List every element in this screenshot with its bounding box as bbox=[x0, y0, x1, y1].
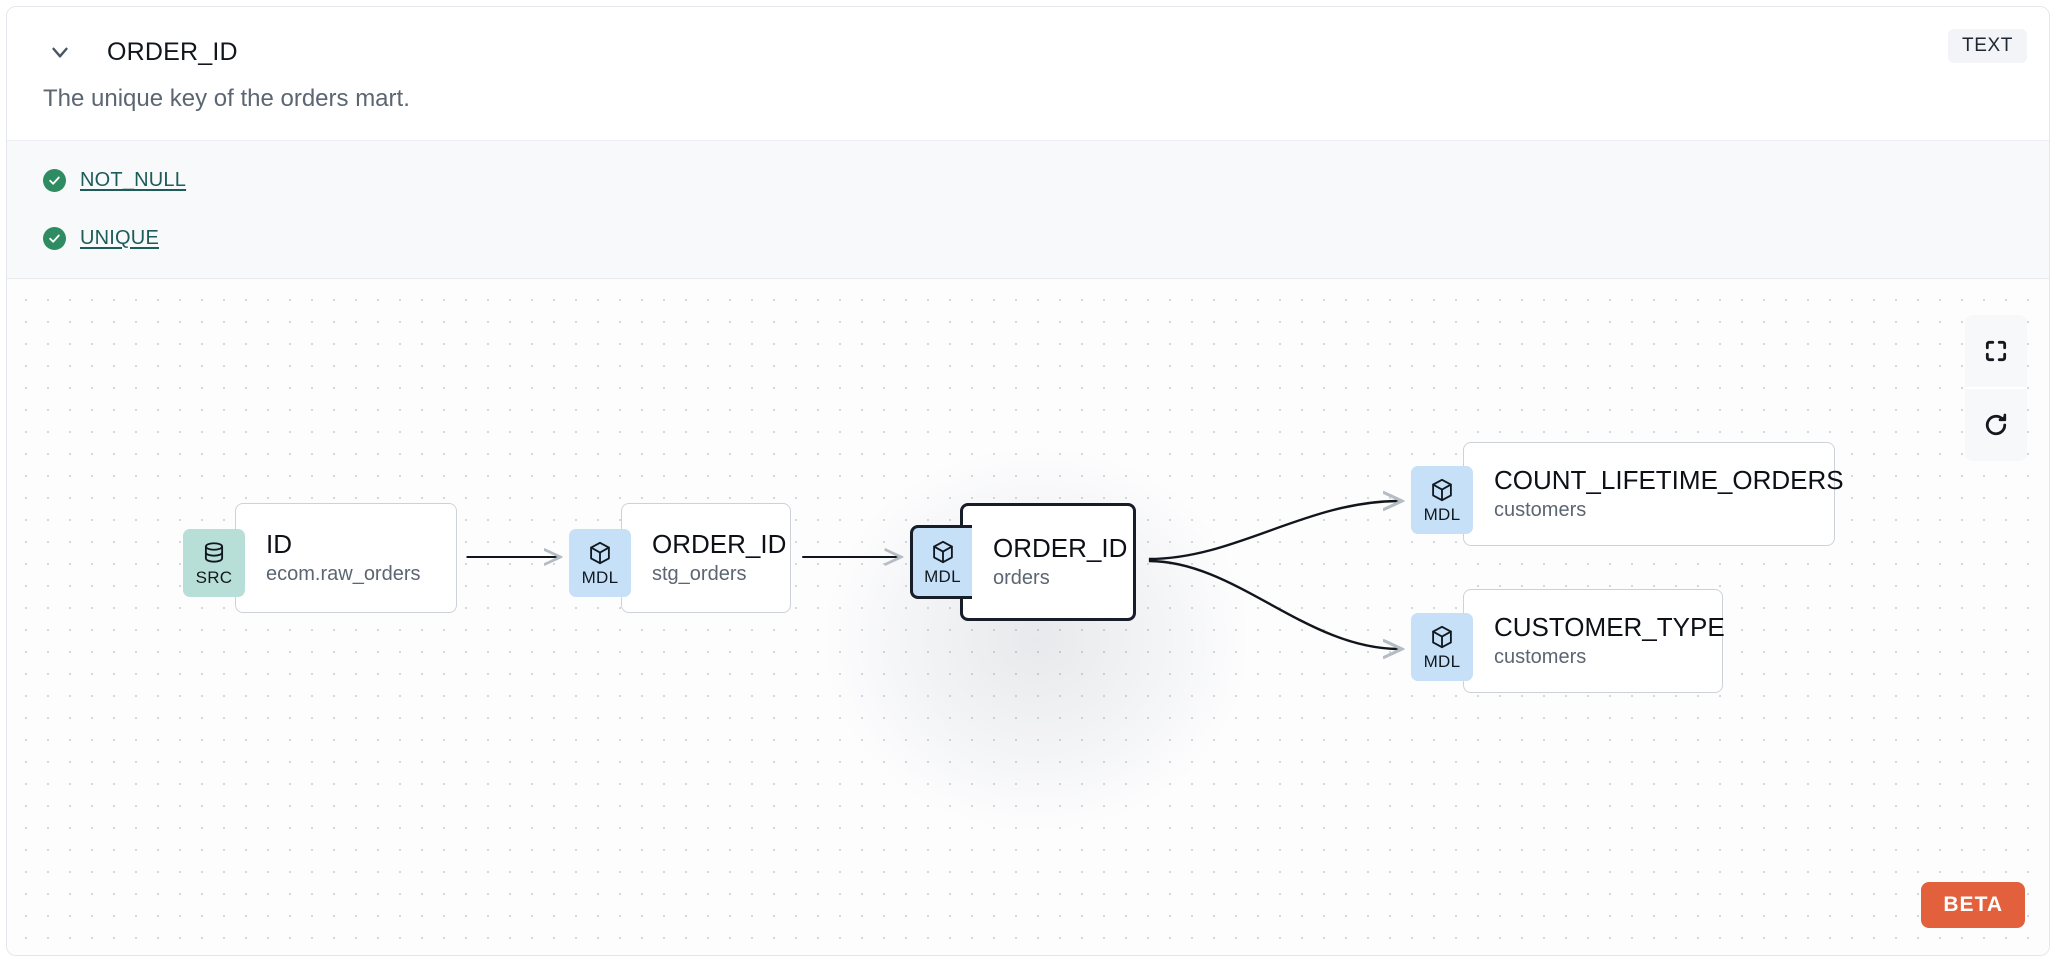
lineage-node-customer-type[interactable]: MDL CUSTOMER_TYPE customers bbox=[1411, 589, 1725, 693]
node-name: ID bbox=[266, 528, 292, 559]
database-icon bbox=[204, 542, 224, 563]
node-body: ORDER_ID stg_orders bbox=[621, 503, 791, 613]
refresh-icon bbox=[1985, 413, 2007, 436]
node-name: COUNT_LIFETIME_ORDERS bbox=[1494, 464, 1844, 495]
node-subtitle: ecom.raw_orders bbox=[266, 563, 421, 586]
node-body: ORDER_ID orders bbox=[960, 503, 1136, 621]
chevron-down-icon[interactable] bbox=[43, 35, 77, 69]
node-body: COUNT_LIFETIME_ORDERS customers bbox=[1463, 442, 1844, 546]
node-name: CUSTOMER_TYPE bbox=[1494, 611, 1725, 642]
cube-icon bbox=[1432, 625, 1452, 649]
lineage-node-orders-order-id[interactable]: MDL ORDER_ID orders bbox=[910, 503, 1136, 621]
edge-orders-clo bbox=[1148, 501, 1400, 561]
tests-section: NOT_NULL UNIQUE bbox=[7, 140, 2049, 279]
node-body: ID ecom.raw_orders bbox=[235, 503, 457, 613]
node-type-label: MDL bbox=[581, 568, 619, 587]
node-subtitle: customers bbox=[1494, 646, 1587, 669]
node-type-label: SRC bbox=[195, 568, 233, 587]
data-type-badge: TEXT bbox=[1948, 29, 2027, 63]
node-body: CUSTOMER_TYPE customers bbox=[1463, 589, 1725, 693]
node-type-label: MDL bbox=[1423, 652, 1461, 671]
lineage-node-src-id[interactable]: SRC ID ecom.raw_orders bbox=[183, 503, 457, 613]
node-name: ORDER_ID bbox=[652, 528, 787, 559]
fit-view-button[interactable] bbox=[1965, 315, 2027, 387]
node-type-tag-src: SRC bbox=[183, 529, 245, 597]
header-row: ORDER_ID bbox=[7, 29, 2049, 73]
cube-icon bbox=[1432, 478, 1452, 502]
node-type-label: MDL bbox=[1423, 505, 1461, 524]
node-subtitle: orders bbox=[993, 567, 1050, 590]
column-detail-panel: ORDER_ID TEXT The unique key of the orde… bbox=[6, 6, 2050, 956]
canvas-controls bbox=[1965, 315, 2027, 461]
column-description: The unique key of the orders mart. bbox=[43, 85, 410, 112]
test-row: NOT_NULL bbox=[43, 165, 186, 195]
test-link-unique[interactable]: UNIQUE bbox=[80, 226, 159, 249]
node-type-tag-mdl: MDL bbox=[910, 525, 972, 599]
beta-badge[interactable]: BETA bbox=[1921, 882, 2025, 928]
cube-icon bbox=[590, 541, 610, 565]
node-name: ORDER_ID bbox=[993, 532, 1128, 563]
test-link-not-null[interactable]: NOT_NULL bbox=[80, 168, 187, 191]
cube-icon bbox=[932, 540, 953, 564]
page-title: ORDER_ID bbox=[107, 38, 238, 66]
node-type-tag-mdl: MDL bbox=[569, 529, 631, 597]
check-circle-icon bbox=[43, 168, 66, 192]
node-type-tag-mdl: MDL bbox=[1411, 466, 1473, 534]
node-type-label: MDL bbox=[924, 567, 961, 586]
node-type-tag-mdl: MDL bbox=[1411, 613, 1473, 681]
node-subtitle: stg_orders bbox=[652, 563, 747, 586]
test-row: UNIQUE bbox=[43, 223, 159, 253]
lineage-node-stg-order-id[interactable]: MDL ORDER_ID stg_orders bbox=[569, 503, 791, 613]
fit-view-icon bbox=[1985, 340, 2007, 362]
lineage-canvas[interactable]: SRC ID ecom.raw_orders MDL ORDER_ID stg_… bbox=[7, 279, 2049, 955]
node-subtitle: customers bbox=[1494, 499, 1587, 522]
edge-orders-ctype bbox=[1148, 559, 1400, 649]
panel-header: ORDER_ID TEXT The unique key of the orde… bbox=[7, 7, 2049, 140]
lineage-node-count-lifetime-orders[interactable]: MDL COUNT_LIFETIME_ORDERS customers bbox=[1411, 442, 1844, 546]
refresh-button[interactable] bbox=[1965, 387, 2027, 461]
check-circle-icon bbox=[43, 226, 66, 250]
